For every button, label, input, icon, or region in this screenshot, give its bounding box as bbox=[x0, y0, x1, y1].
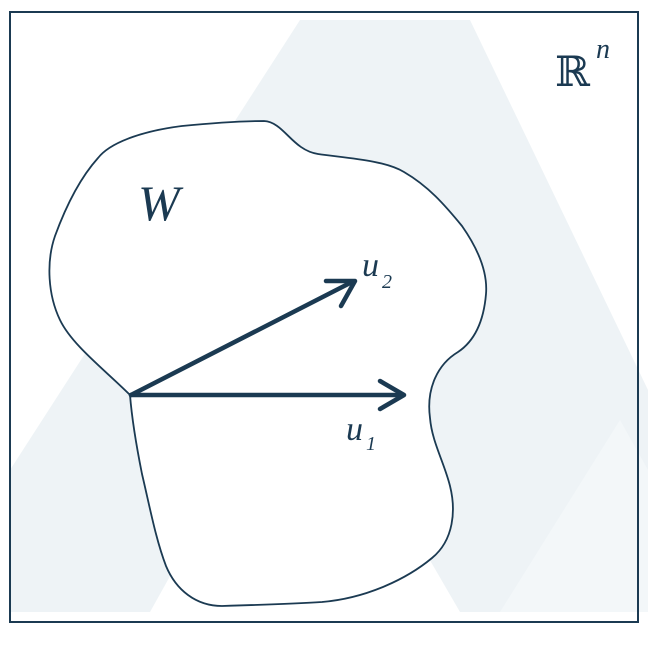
space-label-base: ℝ bbox=[555, 47, 591, 96]
vector-u1-subscript: 1 bbox=[366, 433, 376, 455]
vector-u1 bbox=[128, 378, 407, 412]
vector-u2-subscript: 2 bbox=[382, 271, 392, 293]
subspace-label: W bbox=[138, 175, 184, 231]
vector-u2-label: u bbox=[362, 247, 379, 284]
vector-u1-label: u bbox=[346, 411, 363, 448]
vector-u2-arrowhead bbox=[323, 278, 358, 309]
subspace-blob bbox=[48, 120, 488, 607]
watermark-shape-right bbox=[500, 420, 648, 612]
vector-u1-arrowhead bbox=[377, 378, 407, 412]
space-label-exponent: n bbox=[596, 34, 610, 65]
vector-u2-shaft bbox=[128, 280, 353, 398]
space-frame bbox=[9, 11, 639, 623]
vector-u2 bbox=[128, 278, 358, 398]
